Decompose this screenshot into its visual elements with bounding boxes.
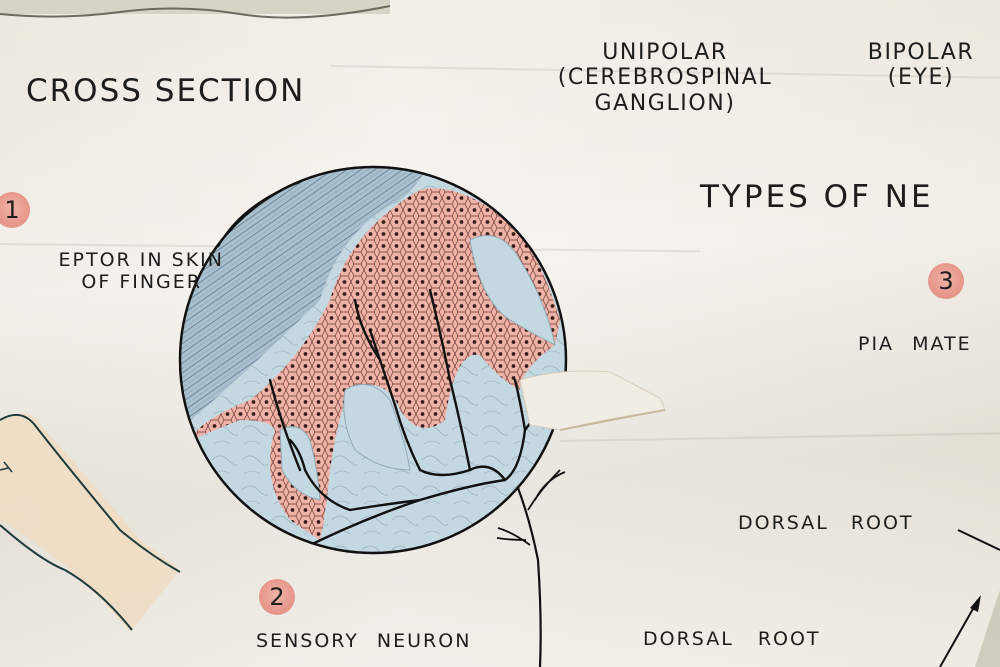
neuron-type-label: UNIPOLAR: [602, 40, 728, 65]
callout-badge-3: 3: [928, 263, 964, 299]
callout-2-label: SENSORY NEURON: [256, 630, 472, 652]
dorsal-root-label-upper: DORSAL ROOT: [738, 512, 914, 534]
neuron-type-sublabel: (EYE): [887, 65, 955, 91]
callout-1-label: EPTOR IN SKIN OF FINGER: [0, 249, 224, 294]
types-heading: TYPES OF NE: [700, 179, 934, 215]
top-engraving-remnant: [0, 0, 390, 14]
dorsal-root-pointer: [957, 529, 1000, 551]
neuron-type-bipolar: BIPOLAR (EYE): [856, 40, 986, 91]
callout-1-pointer: [217, 181, 301, 248]
torn-paper-flap: [519, 370, 666, 431]
magnified-skin-circle: [180, 167, 566, 553]
callout-3-label: PIA MATE: [858, 333, 972, 355]
callout-1-line1: EPTOR IN SKIN: [58, 249, 224, 271]
neuron-type-label: BIPOLAR: [867, 40, 975, 65]
neuron-type-unipolar: UNIPOLAR (CEREBROSPINAL GANGLION): [548, 40, 782, 116]
section-title: CROSS SECTION: [26, 73, 306, 109]
finger-illustration: [0, 413, 180, 632]
dorsal-root-arrow: [939, 599, 979, 667]
neuron-type-sublabel: (CEREBROSPINAL: [557, 65, 773, 91]
callout-badge-2: 2: [259, 579, 295, 615]
dorsal-root-label-lower: DORSAL ROOT: [643, 628, 821, 650]
callout-badge-1: 1: [0, 192, 30, 228]
sensory-neuron-axon: [516, 487, 542, 667]
neuron-type-sublabel: GANGLION): [594, 90, 736, 116]
callout-1-line2: OF FINGER: [81, 270, 202, 293]
